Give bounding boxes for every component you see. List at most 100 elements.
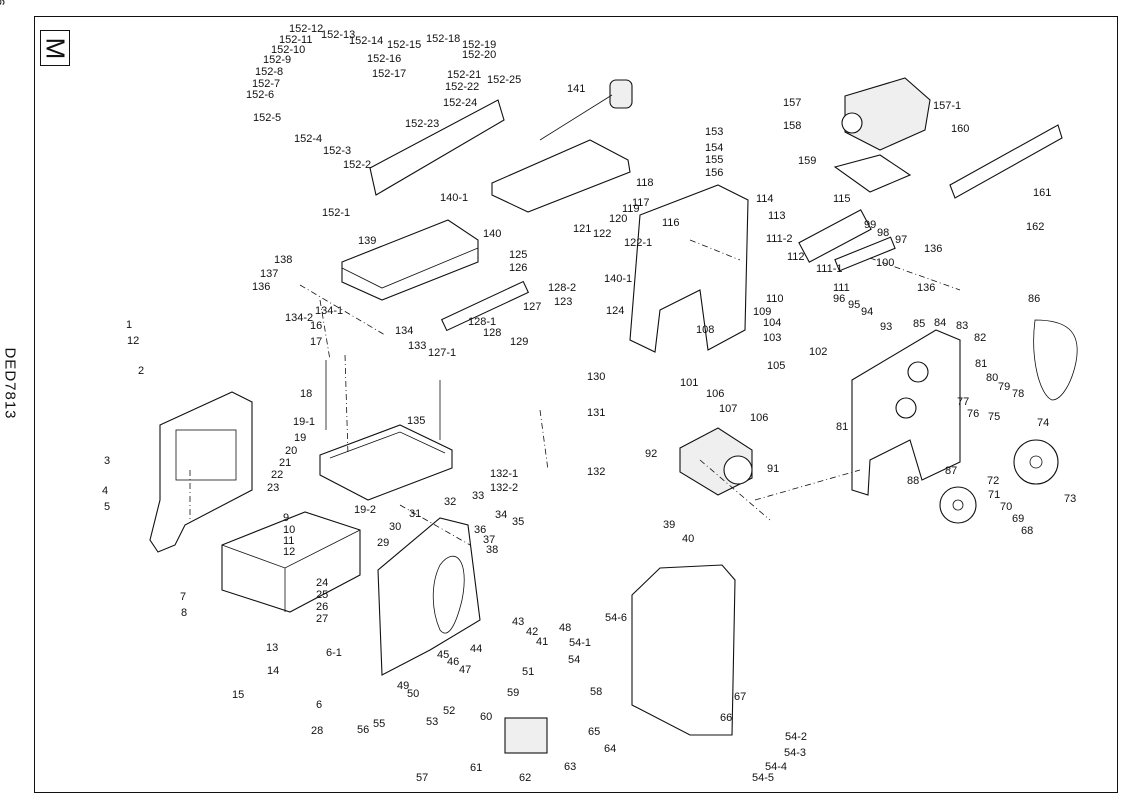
part-number-label: 153 xyxy=(705,126,723,138)
part-number-label: 30 xyxy=(389,521,401,533)
part-number-label: 152-4 xyxy=(294,133,322,145)
part-number-label: 128 xyxy=(483,327,501,339)
part-number-label: 54-3 xyxy=(784,747,806,759)
part-number-label: 81 xyxy=(975,358,987,370)
part-number-label: 127-1 xyxy=(428,347,456,359)
part-number-label: 71 xyxy=(988,489,1000,501)
part-number-label: 62 xyxy=(519,772,531,784)
part-number-label: 47 xyxy=(459,664,471,676)
part-number-label: 27 xyxy=(316,613,328,625)
part-number-label: 100 xyxy=(876,257,894,269)
part-number-label: 152-19 xyxy=(462,39,496,51)
part-number-label: 156 xyxy=(705,167,723,179)
part-number-label: 65 xyxy=(588,726,600,738)
part-number-label: 57 xyxy=(416,772,428,784)
part-number-label: 81 xyxy=(836,421,848,433)
part-number-label: 31 xyxy=(409,508,421,520)
part-number-label: 111 xyxy=(833,282,850,294)
part-number-label: 136 xyxy=(252,281,270,293)
part-number-label: 35 xyxy=(512,516,524,528)
part-number-label: 122 xyxy=(593,228,611,240)
part-number-label: 152-14 xyxy=(349,35,383,47)
part-number-label: 37 xyxy=(483,534,495,546)
part-number-label: 121 xyxy=(573,223,591,235)
part-number-label: 152-16 xyxy=(367,53,401,65)
part-number-label: 115 xyxy=(833,193,851,205)
work-table xyxy=(319,424,453,501)
part-number-label: 6-1 xyxy=(326,647,342,659)
part-number-label: 105 xyxy=(767,360,785,372)
part-number-label: 108 xyxy=(696,324,714,336)
part-number-label: 28 xyxy=(311,725,323,737)
part-number-label: 68 xyxy=(1021,525,1033,537)
part-number-label: 3 xyxy=(104,455,110,467)
lower-frame xyxy=(377,517,481,676)
part-number-label: 91 xyxy=(767,463,779,475)
part-number-label: 98 xyxy=(877,227,889,239)
junction-box xyxy=(504,717,548,754)
part-number-label: 157 xyxy=(783,97,801,109)
part-number-label: 48 xyxy=(559,622,571,634)
part-number-label: 77 xyxy=(957,396,969,408)
part-number-label: 127 xyxy=(523,301,541,313)
part-number-label: 113 xyxy=(768,210,786,222)
part-number-label: 19 xyxy=(294,432,306,444)
part-number-label: 134-2 xyxy=(285,312,313,324)
part-number-label: 79 xyxy=(998,381,1010,393)
part-number-label: 94 xyxy=(861,306,873,318)
part-number-label: 159 xyxy=(798,155,816,167)
part-number-label: 119 xyxy=(622,203,640,215)
part-number-label: 25 xyxy=(316,589,328,601)
part-number-label: 93 xyxy=(880,321,892,333)
part-number-label: 116 xyxy=(662,217,680,229)
part-number-label: 26 xyxy=(316,601,328,613)
gear xyxy=(895,397,917,419)
part-number-label: 18 xyxy=(300,388,312,400)
part-number-label: 40 xyxy=(682,533,694,545)
part-number-label: 66 xyxy=(720,712,732,724)
part-number-label: 140 xyxy=(483,228,501,240)
part-number-label: 64 xyxy=(604,743,616,755)
part-number-label: 161 xyxy=(1033,187,1051,199)
part-number-label: 87 xyxy=(945,465,957,477)
part-number-label: 54-6 xyxy=(605,612,627,624)
part-number-label: 157-1 xyxy=(933,100,961,112)
feed-roller xyxy=(440,280,530,332)
part-number-label: 9 xyxy=(283,512,289,524)
part-number-label: 124 xyxy=(606,305,624,317)
part-number-label: 106 xyxy=(750,412,768,424)
part-number-label: 8 xyxy=(181,607,187,619)
part-number-label: 67 xyxy=(734,691,746,703)
part-number-label: 140-1 xyxy=(604,273,632,285)
part-number-label: 24 xyxy=(316,577,328,589)
part-number-label: 74 xyxy=(1037,417,1049,429)
part-number-label: 152-11 xyxy=(279,34,312,46)
dust-hood xyxy=(844,77,931,151)
part-number-label: 132-2 xyxy=(490,482,518,494)
side-cabinet xyxy=(631,564,736,736)
cutter-shaft xyxy=(834,236,896,272)
part-number-label: 95 xyxy=(848,299,860,311)
part-number-label: 152-5 xyxy=(253,112,281,124)
part-number-label: 154 xyxy=(705,142,723,154)
cover-plate xyxy=(491,139,631,213)
part-number-label: 130 xyxy=(587,371,605,383)
part-number-label: 22 xyxy=(271,469,283,481)
part-number-label: 54 xyxy=(568,654,580,666)
part-number-label: 152-12 xyxy=(289,23,323,35)
part-number-label: 152-21 xyxy=(447,69,481,81)
part-number-label: 49 xyxy=(397,680,409,692)
drive-belt xyxy=(432,555,465,634)
part-number-label: 61 xyxy=(470,762,482,774)
part-number-label: 155 xyxy=(705,154,723,166)
part-number-label: 152-1 xyxy=(322,207,350,219)
part-number-label: 45 xyxy=(437,649,449,661)
part-number-label: 131 xyxy=(587,407,605,419)
frame-window xyxy=(175,429,237,481)
part-number-label: 92 xyxy=(645,448,657,460)
infeed-table xyxy=(341,219,479,301)
part-number-label: 29 xyxy=(377,537,389,549)
part-number-label: 152-24 xyxy=(443,97,477,109)
part-number-label: 78 xyxy=(1012,388,1024,400)
